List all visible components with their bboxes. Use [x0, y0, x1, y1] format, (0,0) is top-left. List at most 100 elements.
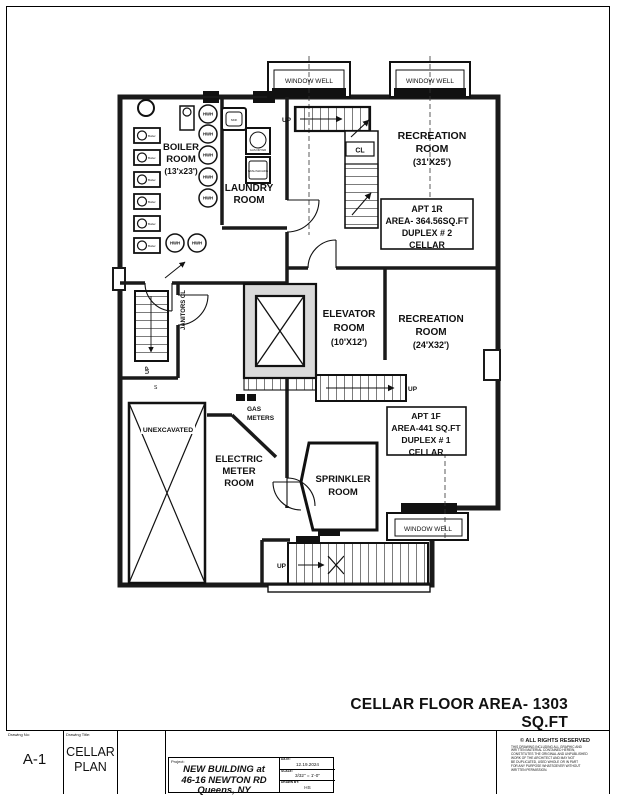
- sprinkler-room: SPRINKLER ROOM: [296, 441, 379, 543]
- svg-text:(13'x23'): (13'x23'): [164, 166, 198, 176]
- drawn-by-value: HS: [304, 784, 311, 790]
- s-label: S: [154, 385, 158, 391]
- window-well-label: WINDOW WELL: [404, 526, 452, 533]
- svg-text:ROOM: ROOM: [328, 487, 358, 498]
- svg-text:ELEVATOR: ELEVATOR: [323, 309, 377, 320]
- scale-value: 3/32" = 1'-0": [295, 773, 320, 779]
- svg-text:RECREATION: RECREATION: [398, 314, 463, 325]
- gas-dryer-label: GAS DRYER: [250, 148, 266, 152]
- svg-text:ROOM: ROOM: [233, 195, 264, 206]
- drawn-by-row: DRAWN BY: HS: [280, 781, 335, 793]
- laundry-room: SINK GAS DRYER WASH MACHINE LAUNDRY ROOM: [221, 107, 274, 206]
- svg-text:AREA-441 SQ.FT: AREA-441 SQ.FT: [391, 423, 461, 433]
- svg-text:Boiler: Boiler: [148, 200, 156, 204]
- window-well-bottom: WINDOW WELL: [386, 503, 469, 541]
- wash-machine-label: WASH MACHINE: [248, 169, 269, 173]
- project-box: Project: NEW BUILDING at 46-16 NEWTON RD…: [168, 757, 335, 796]
- up-label: UP: [145, 366, 151, 374]
- title-block: Drawing No: A-1 Drawing Title: CELLAR PL…: [6, 730, 610, 796]
- svg-text:APT 1R: APT 1R: [411, 204, 443, 214]
- boiler-room: Boiler Boiler Boiler Boiler Boiler Boile…: [133, 99, 218, 254]
- drawing-number-cell: Drawing No: A-1: [6, 731, 64, 794]
- gas-meters: GAS METERS: [236, 394, 275, 422]
- svg-text:HWH: HWH: [203, 196, 213, 201]
- unexcavated-area: UNEXCAVATED: [127, 401, 207, 585]
- svg-text:METER: METER: [222, 466, 255, 477]
- top-wall-vents: [203, 91, 275, 103]
- floor-area-note: CELLAR FLOOR AREA- 1303 SQ.FT: [350, 696, 568, 731]
- scale-label: SCALE:: [281, 769, 293, 773]
- svg-text:APT 1F: APT 1F: [411, 411, 441, 421]
- date-row: DATE: 12.19.2024: [280, 758, 335, 770]
- elevator-shaft: [242, 282, 318, 391]
- sink-label: SINK: [231, 118, 238, 122]
- svg-text:GAS: GAS: [247, 406, 262, 413]
- janitors-closet-label: JANITORS CL: [181, 290, 187, 330]
- svg-text:AREA- 364.56SQ.FT: AREA- 364.56SQ.FT: [385, 216, 469, 226]
- copyright-icon: ©: [520, 738, 525, 744]
- up-label: UP: [408, 386, 418, 393]
- svg-text:Boiler: Boiler: [148, 156, 156, 160]
- svg-text:(24'X32'): (24'X32'): [413, 340, 449, 350]
- project-info: Project: NEW BUILDING at 46-16 NEWTON RD…: [169, 758, 280, 796]
- centerlines: [308, 56, 446, 540]
- closet-box: [345, 141, 375, 157]
- svg-text:Boiler: Boiler: [148, 244, 156, 248]
- copyright-notice: © ALL RIGHTS RESERVED THIS DRAWING INCLU…: [497, 731, 609, 773]
- stairs-bottom: UP: [267, 542, 431, 593]
- drawing-title-label: Drawing Title:: [66, 732, 91, 737]
- elevator-room-label: ELEVATOR ROOM (10'X12'): [323, 309, 377, 347]
- apt-1r-tag: APT 1R AREA- 364.56SQ.FT DUPLEX # 2 CELL…: [380, 198, 474, 250]
- apt-1f-tag: APT 1F AREA-441 SQ.FT DUPLEX # 1 CELLAR: [386, 406, 467, 457]
- scale-row: SCALE: 3/32" = 1'-0": [280, 770, 335, 782]
- svg-text:Boiler: Boiler: [148, 134, 156, 138]
- laundry-room-label: LAUNDRY: [225, 183, 274, 194]
- date-label: DATE:: [281, 758, 291, 761]
- svg-text:RECREATION: RECREATION: [398, 130, 467, 142]
- empty-cell: [118, 731, 166, 794]
- svg-text:ROOM: ROOM: [166, 154, 196, 165]
- boiler-unit-labels: Boiler Boiler Boiler Boiler Boiler Boile…: [148, 134, 156, 248]
- recreation-room-upper: RECREATION ROOM (31'X25'): [398, 130, 467, 168]
- svg-text:Boiler: Boiler: [148, 222, 156, 226]
- date-value: 12.19.2024: [296, 761, 319, 767]
- up-label: UP: [282, 117, 292, 124]
- svg-text:HWH: HWH: [203, 132, 213, 137]
- closet-label: CL: [355, 148, 365, 155]
- svg-text:DUPLEX # 2: DUPLEX # 2: [402, 228, 452, 238]
- project-label: Project:: [171, 759, 185, 764]
- hwh-labels: HWH HWH HWH HWH HWH HWH HWH: [170, 112, 213, 246]
- svg-text:ROOM: ROOM: [224, 478, 254, 489]
- stairs-top: UP CL: [282, 105, 379, 229]
- svg-text:HWH: HWH: [203, 112, 213, 117]
- electric-meter-room: ELECTRIC METER ROOM: [215, 454, 263, 489]
- drawing-number-label: Drawing No:: [8, 732, 31, 737]
- svg-text:SPRINKLER: SPRINKLER: [316, 474, 371, 485]
- svg-text:HWH: HWH: [203, 175, 213, 180]
- copyright-title: © ALL RIGHTS RESERVED: [520, 738, 590, 744]
- stairs-middle: UP: [315, 374, 418, 402]
- svg-text:METERS: METERS: [247, 415, 275, 422]
- svg-text:(10'X12'): (10'X12'): [331, 337, 367, 347]
- svg-text:CELLAR: CELLAR: [409, 240, 445, 250]
- janitor-stairs: UP S JANITORS CL: [134, 261, 187, 391]
- drawn-by-label: DRAWN BY:: [281, 781, 300, 785]
- svg-text:ELECTRIC: ELECTRIC: [215, 454, 263, 465]
- svg-text:DUPLEX # 1: DUPLEX # 1: [401, 435, 450, 445]
- boiler-units: [133, 127, 161, 254]
- svg-text:ROOM: ROOM: [415, 327, 446, 338]
- svg-text:UNEXCAVATED: UNEXCAVATED: [143, 427, 193, 434]
- drawing-number: A-1: [22, 751, 47, 768]
- up-label: UP: [277, 563, 287, 570]
- svg-text:HWH: HWH: [192, 241, 202, 246]
- copyright-body: THIS DRAWING INCLUDING ALL GRAPHIC AND W…: [511, 744, 588, 772]
- project-address: NEW BUILDING at 46-16 NEWTON RD Queens, …: [181, 764, 267, 796]
- svg-text:CELLAR: CELLAR: [409, 447, 445, 457]
- project-cell: Project: NEW BUILDING at 46-16 NEWTON RD…: [166, 731, 497, 796]
- drawing-meta: DATE: 12.19.2024 SCALE: 3/32" = 1'-0" DR…: [280, 758, 335, 792]
- svg-text:ROOM: ROOM: [416, 143, 449, 155]
- window-lintel: [401, 503, 457, 512]
- svg-text:HWH: HWH: [203, 153, 213, 158]
- svg-text:Boiler: Boiler: [148, 178, 156, 182]
